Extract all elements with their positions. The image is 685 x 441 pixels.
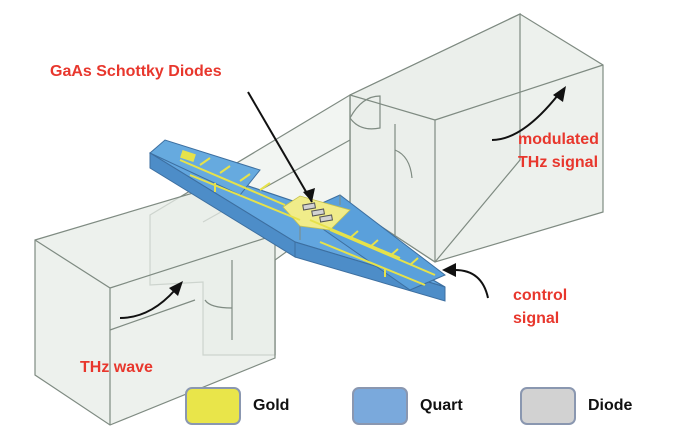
thz-wave-label: THz wave [80, 359, 153, 376]
legend-gold-swatch [185, 387, 241, 425]
diodes-label: GaAs Schottky Diodes [50, 63, 222, 80]
diode-pointer-arrow [247, 91, 313, 203]
modulated-label-line1: modulated [518, 131, 599, 148]
legend-diode-label: Diode [588, 397, 633, 414]
legend-quart-label: Quart [420, 397, 463, 414]
legend-quart-swatch [352, 387, 408, 425]
legend-gold: Gold [185, 386, 289, 426]
legend-gold-label: Gold [253, 397, 290, 414]
control-label-line2: signal [513, 310, 560, 327]
legend-diode: Diode [520, 386, 632, 426]
arrows [119, 86, 566, 319]
control-label-line1: control [513, 287, 568, 304]
thz-wave-arrowhead [169, 281, 183, 296]
gold-corner-pad [180, 150, 196, 162]
modulated-arrowhead [553, 86, 566, 102]
thz-wave-arrow [119, 289, 176, 319]
legend-diode-swatch [520, 387, 576, 425]
gold-traces [179, 157, 436, 286]
legend-quart: Quart [352, 386, 463, 426]
modulated-label-line2: THz signal [518, 154, 599, 171]
modulated-arrow [491, 94, 559, 141]
control-arrowhead [442, 263, 456, 277]
diode-pointer-arrowhead [303, 188, 315, 202]
control-arrow [454, 269, 489, 299]
schottky-diodes [302, 202, 334, 223]
